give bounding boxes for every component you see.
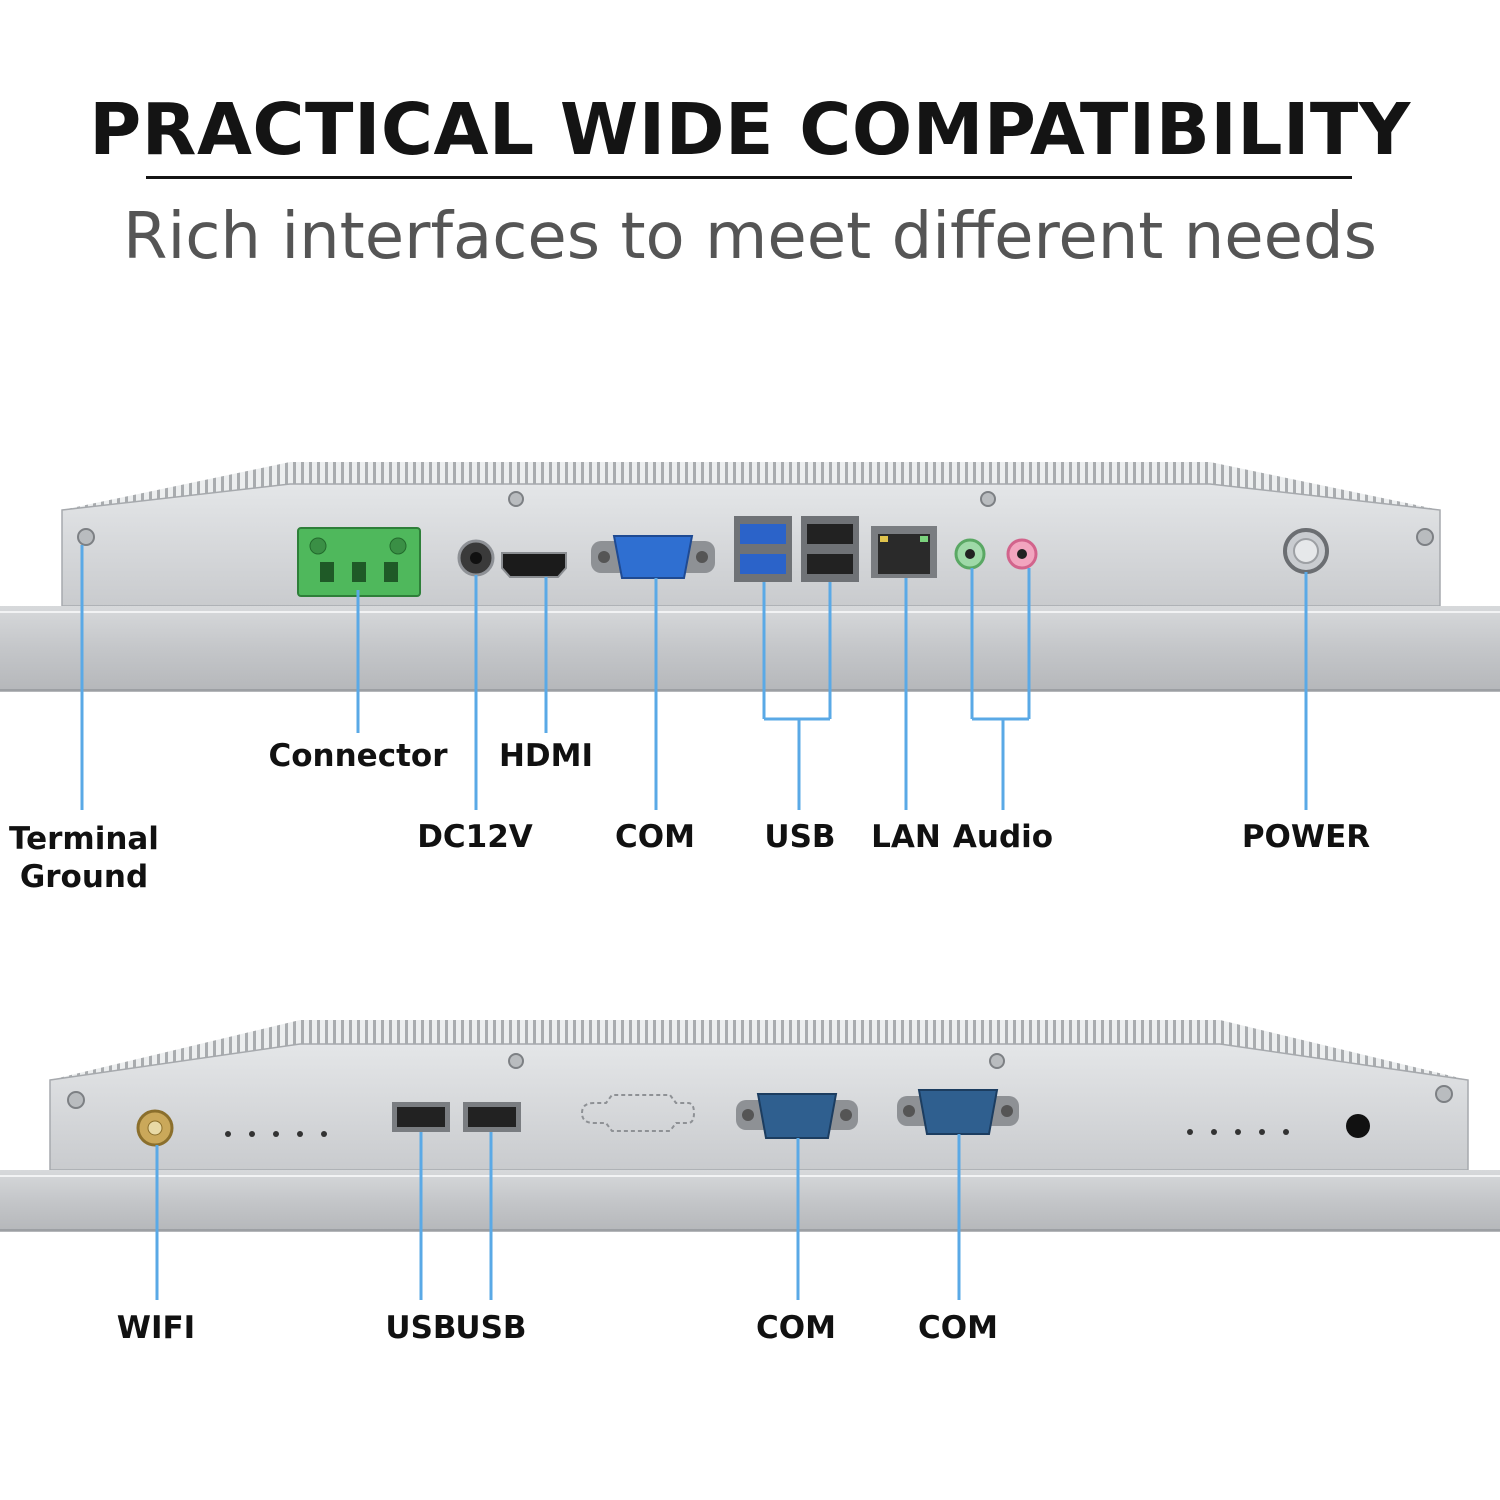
leader-lines	[155, 1132, 961, 1300]
label-lan: LAN	[871, 819, 941, 855]
label-connector: Connector	[268, 738, 448, 774]
indicator-dots	[225, 1131, 327, 1137]
label-usb: USB	[764, 819, 836, 855]
usb2-ports-icon	[801, 516, 859, 582]
audio-jacks-icon	[954, 538, 1038, 570]
label-usb-2: USB	[455, 1310, 527, 1346]
dc-jack-icon	[457, 539, 495, 577]
front-bezel	[0, 1170, 1500, 1232]
leader-lines	[80, 545, 1308, 810]
label-hdmi: HDMI	[498, 738, 594, 774]
reset-hole-icon	[1346, 1114, 1370, 1138]
label-usb-1: USB	[385, 1310, 457, 1346]
usb-port-icon	[463, 1102, 521, 1132]
label-com-2: COM	[918, 1310, 998, 1346]
vga-port-icon	[591, 535, 715, 579]
label-terminal-ground-text: Terminal Ground	[9, 821, 159, 895]
usb-port-icon	[392, 1102, 450, 1132]
bottom-io-panel-illustration	[0, 1020, 1500, 1300]
lan-port-icon	[871, 526, 937, 578]
page-subtitle: Rich interfaces to meet different needs	[122, 200, 1378, 274]
usb3-ports-icon	[734, 516, 792, 582]
screw-icon	[67, 1053, 1453, 1109]
screw-icon	[77, 491, 1434, 546]
label-power: POWER	[1241, 819, 1371, 855]
page-title: PRACTICAL WIDE COMPATIBILITY	[89, 88, 1411, 171]
wifi-antenna-connector-icon	[136, 1109, 174, 1147]
label-com-1: COM	[756, 1310, 836, 1346]
front-bezel	[0, 606, 1500, 692]
top-io-panel-illustration	[0, 462, 1500, 810]
com-port-icon	[897, 1089, 1019, 1135]
com-port-icon	[736, 1093, 858, 1139]
com-knockout-outline	[580, 1094, 696, 1132]
title-underline	[146, 176, 1352, 179]
label-audio: Audio	[952, 819, 1054, 855]
green-connector-icon	[297, 527, 421, 597]
indicator-dots	[1187, 1129, 1289, 1135]
power-button-icon	[1283, 528, 1329, 574]
label-terminal-ground: Terminal Ground	[0, 820, 169, 896]
hdmi-port-icon	[501, 552, 567, 578]
label-wifi: WIFI	[116, 1310, 196, 1346]
label-com: COM	[615, 819, 695, 855]
label-dc12v: DC12V	[417, 819, 533, 855]
